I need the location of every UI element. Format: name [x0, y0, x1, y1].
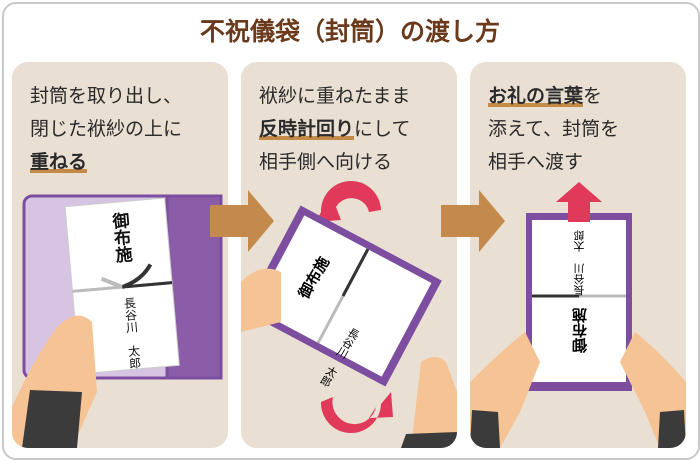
hand-over-arrow-icon: [556, 182, 602, 222]
page-title: 不祝儀袋（封筒）の渡し方: [199, 17, 500, 46]
envelope-name-text: 長谷川 太郎: [573, 230, 586, 296]
step-1-illustration: [12, 194, 223, 448]
step-3-line-1-rest: を: [583, 85, 603, 107]
step-2-text: 袱紗に重ねたまま 反時計回りにして 相手側へ向ける: [259, 80, 410, 179]
step-2-line-1: 袱紗に重ねたまま: [259, 85, 411, 107]
envelope-front-text: 御布施: [571, 308, 589, 353]
step-1-emphasis: 重ねる: [30, 151, 88, 173]
step-3-line-3: 相手へ渡す: [488, 151, 584, 173]
step-1-text: 封筒を取り出し、 閉じた袱紗の上に 重ねる: [30, 80, 182, 179]
next-arrow-icon: [210, 190, 274, 252]
rotate-arrow-top-icon: [316, 180, 381, 222]
step-1-line-2: 閉じた袱紗の上に: [30, 118, 183, 140]
step-3-text: お礼の言葉を 添えて、封筒を 相手へ渡す: [488, 80, 619, 179]
step-2-panel: 袱紗に重ねたまま 反時計回りにして 相手側へ向ける 御布施 長谷川 太郎: [241, 62, 457, 448]
step-3-line-2: 添えて、封筒を: [488, 118, 620, 140]
envelope-front-text: 御布施: [107, 211, 133, 264]
step-1-panel: 封筒を取り出し、 閉じた袱紗の上に 重ねる 御布施 長谷川 太郎: [12, 62, 228, 448]
step-2-line-2-rest: にして: [354, 118, 411, 140]
rotate-arrow-bottom-icon: [320, 392, 393, 434]
envelope: [64, 197, 180, 375]
step-1-line-1: 封筒を取り出し、: [30, 85, 183, 107]
step-2-line-3: 相手側へ向ける: [259, 151, 393, 173]
step-2-illustration: [241, 180, 457, 448]
step-3-panel: お礼の言葉を 添えて、封筒を 相手へ渡す 御布施 長谷川 太郎: [470, 62, 686, 448]
step-2-emphasis: 反時計回り: [259, 118, 355, 140]
step-3-illustration: [470, 182, 686, 448]
step-3-emphasis: お礼の言葉: [488, 85, 584, 107]
next-arrow-icon: [441, 190, 505, 252]
